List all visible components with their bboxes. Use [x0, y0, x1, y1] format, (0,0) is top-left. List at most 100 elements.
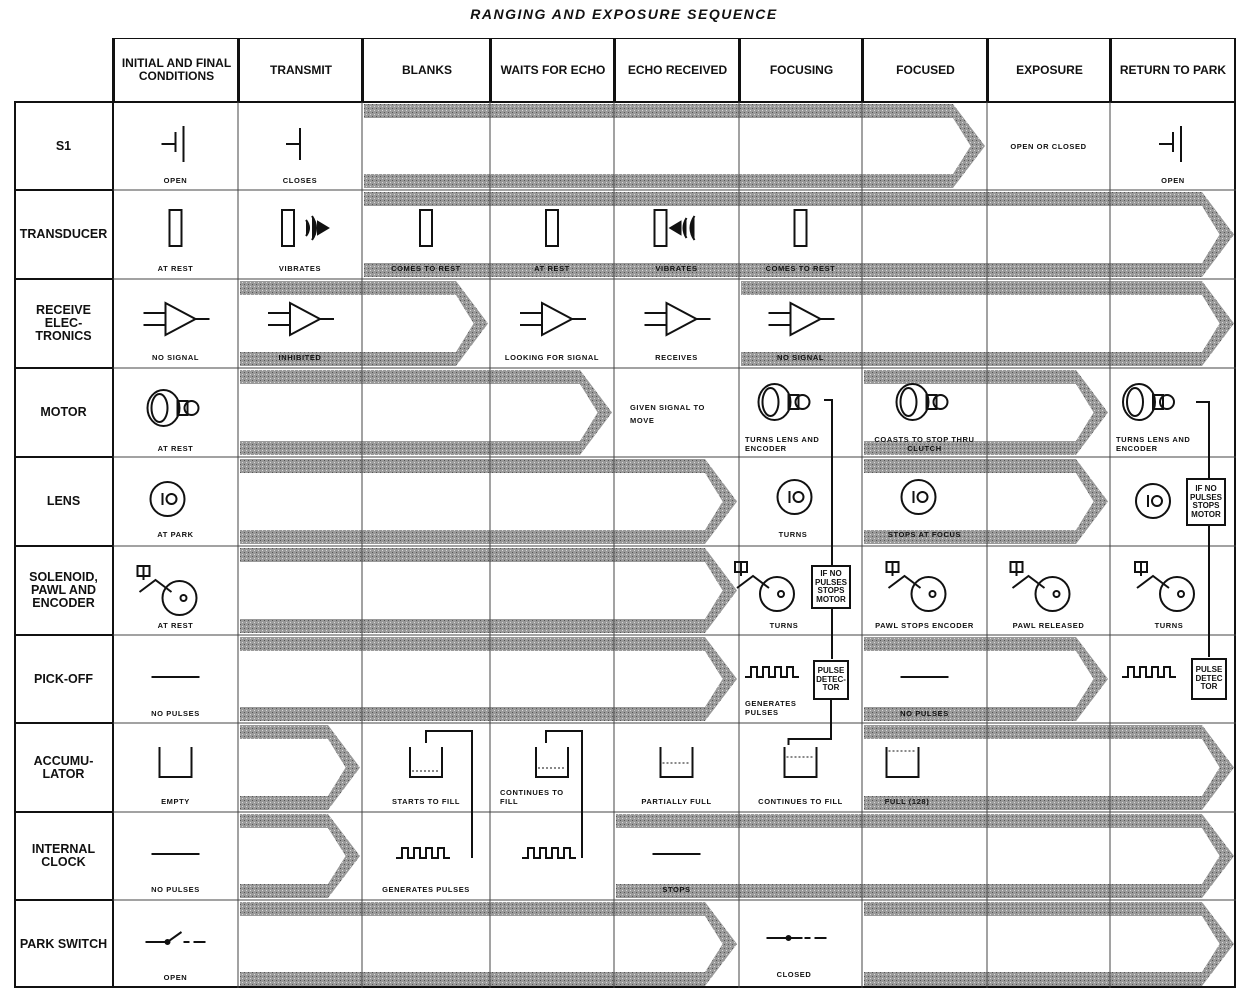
- park-switch-open-icon-pivot: [164, 939, 171, 945]
- caption-clock-echo: STOPS: [662, 885, 691, 894]
- stops-motor-box-focusing: IF NO PULSES STOPS MOTOR: [811, 565, 851, 609]
- caption-solenoid-focused: PAWL STOPS ENCODER: [875, 621, 974, 630]
- accumulator-cup-focusing: [783, 747, 818, 778]
- encoder-icon-exposure: [1034, 576, 1071, 612]
- caption-solenoid-exposure: PAWL RELEASED: [1012, 621, 1085, 630]
- pickoff-pulses-icon-focusing: [745, 666, 799, 678]
- motor-icon-initial-inner: [150, 393, 169, 423]
- lens-icon-initial-center: [165, 493, 178, 505]
- col-header-return: RETURN TO PARK: [1110, 38, 1236, 102]
- transducer-icon-4: [545, 209, 559, 247]
- arrow-body-0: [364, 118, 971, 174]
- arrow-body-11: [864, 651, 1094, 707]
- encoder-icon-exposure-pawl: [1009, 561, 1046, 589]
- arrow-body-6: [240, 473, 723, 530]
- arrow-body-13: [864, 739, 1220, 796]
- encoder-icon-exposure-hub: [1052, 590, 1061, 598]
- pickoff-pulses-icon-return: [1122, 666, 1176, 678]
- encoder-icon-return-pawl: [1134, 561, 1170, 589]
- arrow-body-17: [864, 916, 1220, 972]
- motor-icon-focusing-shaft: [787, 394, 800, 410]
- caption-receive-initial: NO SIGNAL: [151, 353, 200, 362]
- motor-icon-focused-inner: [899, 387, 918, 417]
- motor-icon-return-shaft: [1152, 394, 1164, 410]
- caption-transducer-initial: AT REST: [157, 264, 194, 273]
- clock-pulses-icon-blanks: [396, 847, 450, 859]
- lens-icon-initial: [149, 481, 186, 517]
- caption-solenoid-focusing: TURNS: [769, 621, 799, 630]
- row-label-receive: RECEIVE ELEC- TRONICS: [35, 303, 92, 343]
- caption-clock-blanks: GENERATES PULSES: [382, 885, 470, 894]
- encoder-icon-initial-pawl: [136, 565, 173, 593]
- caption-clock-initial: NO PULSES: [151, 885, 200, 894]
- row-label-park: PARK SWITCH: [19, 936, 108, 951]
- caption-receive-waits: LOOKING FOR SIGNAL: [504, 353, 600, 362]
- arrow-body-12: [240, 739, 346, 796]
- col-header-exposure: EXPOSURE: [987, 38, 1110, 102]
- clock-to-accumulator-loop-waits: [545, 730, 583, 858]
- row-label-clock: INTERNAL CLOCK: [31, 842, 96, 869]
- accumulator-cup-initial: [158, 747, 193, 778]
- s1-switch-icon-initial: [161, 126, 185, 162]
- stops-motor-box-return: IF NO PULSES STOPS MOTOR: [1186, 478, 1226, 526]
- pickoff-to-accumulator-loop: [787, 675, 832, 745]
- arrow-body-5: [864, 384, 1094, 441]
- sound-waves-out-icon: [305, 215, 330, 241]
- transducer-vibrating-icon: [281, 209, 295, 247]
- accumulator-cup-focused: [885, 747, 920, 778]
- state-persistence-arrows: [240, 104, 1234, 986]
- caption-accumulator-initial: EMPTY: [161, 797, 190, 806]
- encoder-icon-return-hub: [1177, 590, 1185, 598]
- motor-icon-focusing: [757, 383, 792, 421]
- col-header-transmit: TRANSMIT: [238, 38, 362, 102]
- sound-waves-in-icon: [668, 215, 696, 241]
- transducer-icon-1: [168, 209, 183, 247]
- caption-lens-initial: AT PARK: [157, 530, 194, 539]
- row-label-motor: MOTOR: [40, 405, 87, 419]
- lens-icon-return: [1135, 483, 1171, 519]
- caption-accumulator-focused: FULL (128): [884, 797, 930, 806]
- col-header-focused: FOCUSED: [862, 38, 987, 102]
- arrow-body-16: [240, 916, 723, 972]
- clock-pulses-icon-waits: [522, 847, 576, 859]
- caption-receive-echo: RECEIVES: [655, 353, 698, 362]
- motor-icon-return-inner: [1126, 387, 1144, 417]
- encoder-icon-focusing-pawl: [734, 561, 770, 589]
- caption-transducer-focusing: COMES TO REST: [765, 264, 836, 273]
- motor-icon-return: [1122, 383, 1156, 421]
- caption-motor-focused: COASTS TO STOP THRU CLUTCH: [874, 435, 975, 453]
- lens-icon-focusing: [776, 479, 813, 515]
- row-label-transducer: TRANSDUCER: [19, 227, 108, 241]
- motor-icon-focusing-inner: [761, 387, 780, 417]
- caption-motor-focusing: TURNS LENS AND ENCODER: [745, 435, 820, 453]
- caption-lens-focusing: TURNS: [778, 530, 808, 539]
- pulse-detector-box-focusing: PULSE DETEC- TOR: [813, 660, 849, 700]
- row-label-s1: S1: [55, 138, 72, 153]
- transducer-echo-icon: [653, 209, 668, 247]
- row-label-accumulator: ACCUMU- LATOR: [33, 753, 94, 781]
- arrow-body-15: [616, 828, 1220, 884]
- caption-accumulator-blanks: STARTS TO FILL: [391, 797, 461, 806]
- row-label-lens: LENS: [46, 494, 81, 508]
- col-header-echo: ECHO RECEIVED: [614, 38, 739, 102]
- caption-pickoff-focusing: GENERATES PULSES: [745, 699, 797, 717]
- amplifier-icon-4: [520, 301, 586, 337]
- s1-switch-closed-icon: [286, 128, 301, 160]
- motor-icon-focused-gear: [932, 394, 949, 410]
- encoder-icon-initial: [161, 580, 198, 616]
- amplifier-icon-6: [768, 301, 835, 337]
- motor-icon-initial-shaft: [176, 400, 189, 416]
- arrow-body-7: [864, 473, 1094, 530]
- park-switch-closed-icon-pivot: [785, 935, 792, 941]
- caption-s1-return: OPEN: [1161, 176, 1185, 185]
- caption-accumulator-echo: PARTIALLY FULL: [641, 797, 712, 806]
- diagram-title: RANGING AND EXPOSURE SEQUENCE: [470, 6, 778, 22]
- motor-icon-focused: [895, 383, 930, 421]
- caption-motor-echo: GIVEN SIGNAL TO MOVE: [630, 403, 705, 425]
- encoder-icon-initial-hub: [179, 594, 188, 602]
- accumulator-cup-blanks: [409, 747, 443, 778]
- caption-s1-exposure: OPEN OR CLOSED: [1010, 142, 1087, 151]
- caption-lens-focused: STOPS AT FOCUS: [887, 530, 962, 539]
- lens-icon-return-center: [1151, 495, 1163, 507]
- caption-park-focusing: CLOSED: [776, 970, 812, 979]
